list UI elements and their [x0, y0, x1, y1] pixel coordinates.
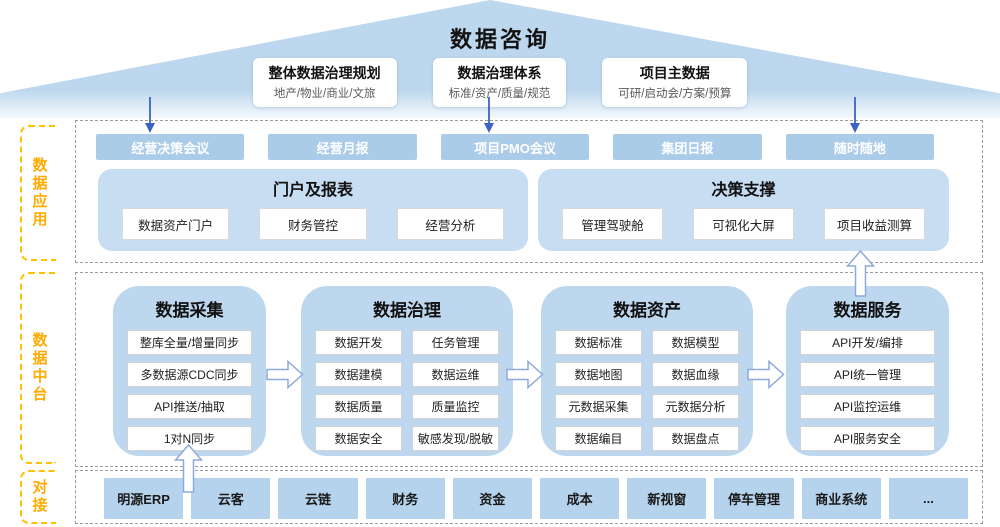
- roof-box-subtitle: 标准/资产/质量/规范: [448, 88, 551, 100]
- capability-item: 任务管理: [412, 330, 499, 355]
- capability-item: 数据开发: [315, 330, 402, 355]
- application-channel: 经营月报: [268, 134, 417, 160]
- capability-item: API统一管理: [800, 362, 935, 387]
- application-channel: 集团日报: [613, 134, 762, 160]
- arrow-up-icon: [846, 250, 875, 297]
- roof-box-title: 整体数据治理规划: [268, 65, 381, 81]
- source-system: 云客: [191, 478, 271, 519]
- layer-label-data-application: 数据应用: [20, 125, 56, 261]
- capability-item: 多数据源CDC同步: [127, 362, 252, 387]
- roof-box: 数据治理体系 标准/资产/质量/规范: [432, 58, 567, 107]
- capability-item: API服务安全: [800, 426, 935, 451]
- source-system: 资金: [452, 478, 533, 519]
- column-title: 数据资产: [613, 301, 681, 320]
- group-decision-support: 决策支撑 管理驾驶舱 可视化大屏 项目收益测算: [538, 169, 949, 251]
- capability-item: 数据编目: [555, 426, 642, 451]
- source-system: 新视窗: [627, 478, 707, 519]
- capability-item: 数据建模: [315, 362, 402, 387]
- column-item-grid: 数据开发任务管理数据建模数据运维数据质量质量监控数据安全敏感发现/脱敏: [301, 321, 513, 451]
- roof-box-title: 数据治理体系: [457, 65, 542, 81]
- layer-label-text: 数据应用: [30, 157, 48, 229]
- column-item-grid: API开发/编排 API统一管理 API监控运维 API服务安全: [786, 321, 949, 451]
- roof-box-subtitle: 可研/启动会/方案/预算: [618, 88, 732, 100]
- arrow-right-icon: [747, 360, 785, 389]
- capability-item: 数据盘点: [652, 426, 739, 451]
- column-title: 数据服务: [833, 301, 902, 320]
- capability-item: 数据血缘: [652, 362, 739, 387]
- arrow-right-icon: [266, 360, 304, 389]
- capability-item: 元数据采集: [555, 394, 642, 419]
- roof-box: 整体数据治理规划 地产/物业/商业/文旅: [252, 58, 397, 107]
- group-item: 管理驾驶舱: [562, 208, 663, 240]
- capability-item: 数据运维: [412, 362, 499, 387]
- capability-item: API推送/抽取: [127, 394, 252, 419]
- column-data-services: 数据服务 API开发/编排 API统一管理 API监控运维 API服务安全: [786, 286, 949, 456]
- application-channel: 随时随地: [785, 134, 935, 160]
- capability-item: 数据标准: [555, 330, 642, 355]
- arrow-down-icon: [850, 97, 860, 133]
- capability-item: 质量监控: [412, 394, 499, 419]
- section-data-application: 经营决策会议 经营月报 项目PMO会议 集团日报 随时随地 门户及报表 数据资产…: [75, 120, 983, 263]
- capability-item: 整库全量/增量同步: [127, 330, 252, 355]
- arrow-down-icon: [145, 97, 155, 133]
- application-channel-row: 经营决策会议 经营月报 项目PMO会议 集团日报 随时随地: [96, 134, 935, 160]
- group-item-row: 数据资产门户 财务管控 经营分析: [98, 200, 528, 240]
- group-item: 可视化大屏: [693, 208, 794, 240]
- arrow-right-icon: [506, 360, 544, 389]
- capability-item: API监控运维: [800, 394, 935, 419]
- arrow-down-icon: [484, 97, 494, 133]
- group-item: 项目收益测算: [824, 208, 925, 240]
- capability-item: 数据质量: [315, 394, 402, 419]
- diagram-title: 数据咨询: [449, 27, 550, 52]
- column-data-governance: 数据治理 数据开发任务管理数据建模数据运维数据质量质量监控数据安全敏感发现/脱敏: [301, 286, 513, 456]
- group-item-row: 管理驾驶舱 可视化大屏 项目收益测算: [538, 200, 949, 240]
- application-channel: 经营决策会议: [96, 134, 245, 160]
- source-system: 成本: [540, 478, 620, 519]
- capability-item: 数据安全: [315, 426, 402, 451]
- source-system-row: 明源ERP 云客 云链 财务 资金 成本 新视窗 停车管理 商业系统 ...: [104, 478, 969, 519]
- layer-label-text: 对接: [30, 479, 48, 515]
- column-data-assets: 数据资产 数据标准数据模型数据地图数据血缘元数据采集元数据分析数据编目数据盘点: [541, 286, 753, 456]
- source-system: 商业系统: [801, 478, 881, 519]
- column-item-grid: 数据标准数据模型数据地图数据血缘元数据采集元数据分析数据编目数据盘点: [541, 321, 753, 451]
- source-system: ...: [888, 478, 969, 519]
- layer-label-data-platform: 数据中台: [20, 272, 56, 464]
- column-title: 数据治理: [373, 301, 441, 320]
- group-item: 数据资产门户: [122, 208, 230, 240]
- roof-box-title: 项目主数据: [639, 65, 710, 81]
- roof-box: 项目主数据 可研/启动会/方案/预算: [602, 58, 748, 107]
- application-channel: 项目PMO会议: [440, 134, 590, 160]
- layer-label-integration: 对接: [20, 470, 56, 524]
- source-system: 云链: [278, 478, 358, 519]
- roof-box-subtitle: 地产/物业/商业/文旅: [273, 88, 376, 100]
- group-title: 决策支撑: [711, 182, 776, 199]
- capability-item: API开发/编排: [800, 330, 935, 355]
- source-system: 财务: [365, 478, 445, 519]
- source-system: 停车管理: [714, 478, 794, 519]
- group-portal-reports: 门户及报表 数据资产门户 财务管控 经营分析: [98, 169, 528, 251]
- capability-item: 数据地图: [555, 362, 642, 387]
- capability-item: 元数据分析: [652, 394, 739, 419]
- group-title: 门户及报表: [272, 182, 353, 199]
- roof-box-row: 整体数据治理规划 地产/物业/商业/文旅 数据治理体系 标准/资产/质量/规范 …: [0, 58, 1000, 107]
- group-item: 经营分析: [396, 208, 504, 240]
- section-integration: 明源ERP 云客 云链 财务 资金 成本 新视窗 停车管理 商业系统 ...: [75, 470, 983, 524]
- arrow-up-icon: [174, 444, 203, 493]
- layer-label-text: 数据中台: [30, 332, 48, 404]
- capability-item: 敏感发现/脱敏: [412, 426, 499, 451]
- source-system: 明源ERP: [104, 478, 184, 519]
- capability-item: 数据模型: [652, 330, 739, 355]
- group-item: 财务管控: [259, 208, 367, 240]
- column-title: 数据采集: [155, 301, 224, 320]
